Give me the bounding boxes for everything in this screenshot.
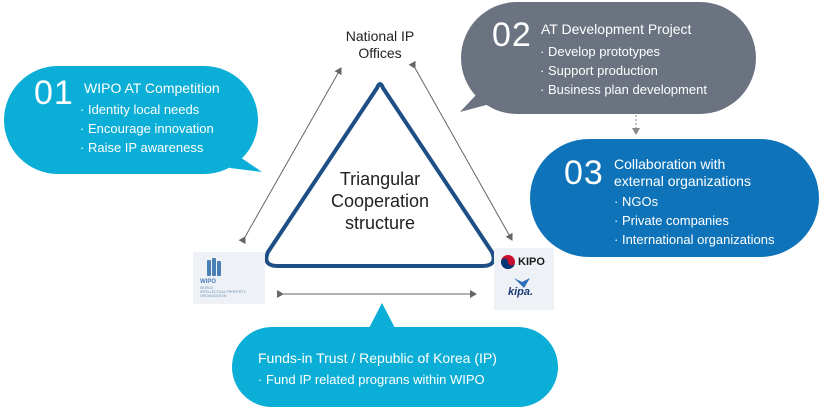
bubble-01-number: 01	[34, 74, 74, 112]
fund-list: Fund IP related prograns within WIPO	[258, 372, 485, 387]
kipa-wordmark: kipa.	[508, 286, 534, 298]
list-item: International organizations	[614, 230, 775, 249]
list-item: Encourage innovation	[80, 119, 214, 138]
kipo-kipa-logos: KIPO kipa.	[494, 248, 554, 310]
bubble-02-list: Develop prototypes Support production Bu…	[540, 42, 707, 99]
list-item: Fund IP related prograns within WIPO	[258, 372, 485, 387]
national-ip-offices-label: National IP Offices	[345, 28, 415, 61]
list-item: Identity local needs	[80, 100, 214, 119]
bubble-02-number: 02	[492, 16, 532, 54]
bubble-03-list: NGOs Private companies International org…	[614, 192, 775, 249]
kipo-wordmark: KIPO	[518, 256, 545, 268]
fund-title: Funds-in Trust / Republic of Korea (IP)	[258, 350, 497, 366]
connector-arrowhead	[632, 128, 640, 135]
bubble-01-list: Identity local needs Encourage innovatio…	[80, 100, 214, 157]
list-item: Support production	[540, 61, 707, 80]
taegeuk-emblem-icon	[501, 255, 530, 288]
bubble-02-title: AT Development Project	[541, 21, 692, 37]
list-item: Raise IP awareness	[80, 138, 214, 157]
list-item: Private companies	[614, 211, 774, 230]
arrow-right-edge	[408, 60, 513, 241]
list-item: Business plan development	[540, 80, 707, 99]
bubble-fund-shape	[232, 303, 558, 407]
list-item: Develop prototypes	[540, 42, 707, 61]
wipo-emblem-icon	[207, 258, 221, 276]
wipo-wordmark: WIPO	[200, 279, 216, 285]
arrow-left-edge	[238, 67, 342, 245]
bubble-01-title: WIPO AT Competition	[84, 80, 220, 96]
list-item: NGOs	[614, 192, 774, 211]
triangle-center-label: Triangular Cooperation structure	[330, 169, 430, 233]
kipa-bird-icon	[514, 278, 530, 288]
bubble-03-number: 03	[564, 154, 604, 192]
wipo-subtitle: WORLD INTELLECTUAL PROPERTY ORGANIZATION	[200, 286, 246, 298]
wipo-logo: WIPO WORLD INTELLECTUAL PROPERTY ORGANIZ…	[193, 252, 265, 304]
bubble-03-title: Collaboration with external organization…	[614, 156, 751, 189]
